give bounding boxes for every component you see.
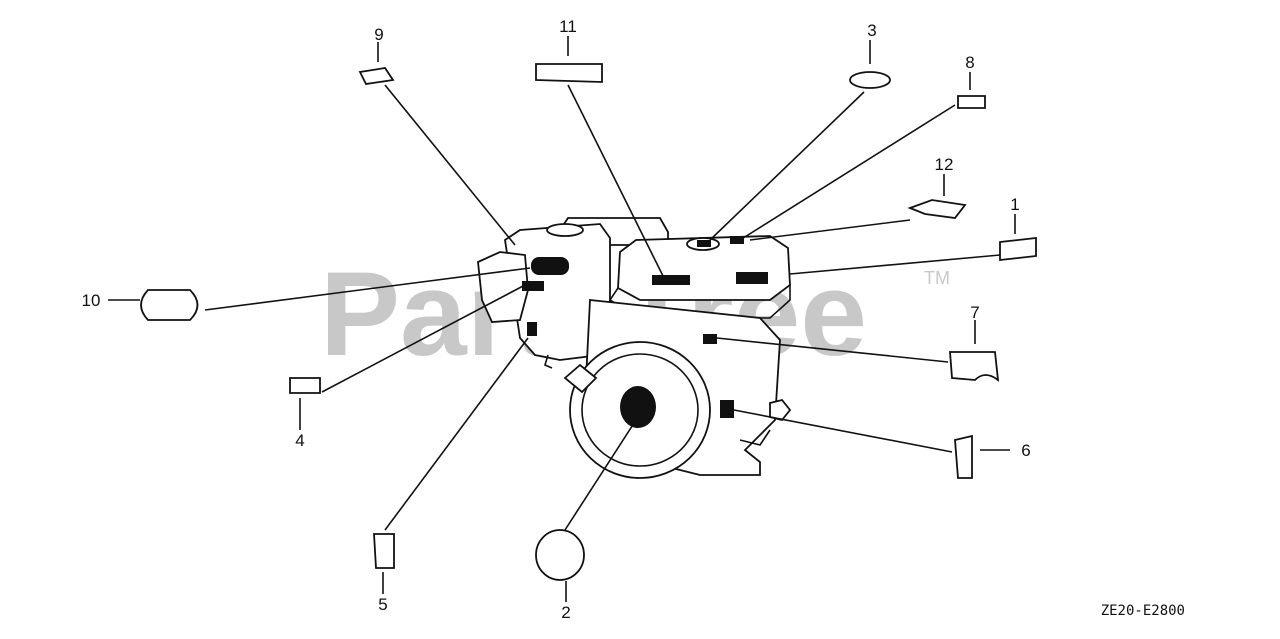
- engine-drawing: [477, 217, 792, 479]
- label-2: 2: [561, 603, 570, 622]
- label-12: 12: [935, 155, 954, 174]
- label-4: 4: [295, 431, 304, 450]
- label-11: 11: [559, 17, 577, 36]
- label-5: 5: [378, 595, 387, 614]
- label-8: 8: [965, 53, 974, 72]
- label-6: 6: [1021, 441, 1030, 460]
- label-1: 1: [1010, 195, 1019, 214]
- diagram-code: ZE20-E2800: [1101, 603, 1185, 619]
- watermark-tm: TM: [924, 268, 950, 288]
- label-10: 10: [82, 291, 101, 310]
- label-7: 7: [970, 303, 979, 322]
- label-3: 3: [867, 21, 876, 40]
- label-9: 9: [374, 25, 383, 44]
